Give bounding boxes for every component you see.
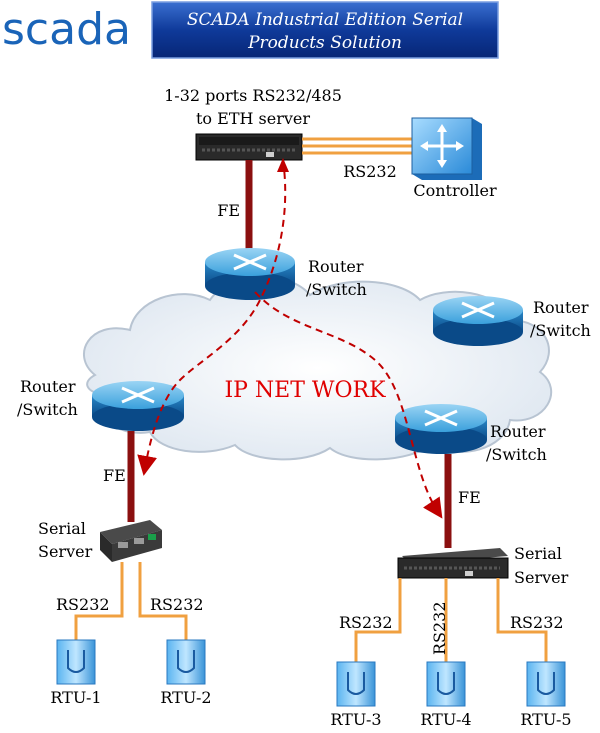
rtu-1-icon (56, 639, 96, 685)
ip-network-label: IP NET WORK (224, 378, 386, 403)
rtu-2-label: RTU-2 (160, 688, 211, 707)
rtu-1-label: RTU-1 (50, 688, 101, 707)
rtu-3-icon (336, 661, 376, 707)
router-icon-right (433, 296, 523, 346)
top-server-label-line1: 1-32 ports RS232/485 (164, 86, 342, 105)
router-top-label-line1: Router (308, 257, 364, 276)
banner-title-line1: SCADA Industrial Edition Serial (187, 10, 463, 30)
router-right-label-line2: /Switch (530, 321, 591, 340)
rs232-links-to-controller (302, 137, 412, 155)
scada-logo: scada (2, 4, 131, 55)
rs232-label-rtu1: RS232 (56, 595, 110, 614)
serial-server-right-label-line1: Serial (514, 544, 562, 563)
top-serial-server-device (195, 133, 303, 161)
serial-server-left-label-line2: Server (38, 542, 93, 561)
serial-server-left-device (100, 520, 162, 562)
banner-title-line2: Products Solution (247, 33, 402, 53)
router-left-label-line1: Router (20, 377, 76, 396)
serial-server-left-label-line1: Serial (38, 519, 86, 538)
router-bottom-right-label-line2: /Switch (486, 445, 547, 464)
router-top-label-line2: /Switch (306, 280, 367, 299)
rtu-3-label: RTU-3 (330, 710, 381, 729)
rs232-label-rtu3: RS232 (339, 613, 393, 632)
rs232-label-rtu2: RS232 (150, 595, 204, 614)
fe-label-left: FE (103, 466, 126, 485)
serial-server-right-label-line2: Server (514, 568, 569, 587)
router-right-label-line1: Router (533, 298, 589, 317)
rs232-links-left (74, 562, 188, 640)
rtu-5-label: RTU-5 (520, 710, 571, 729)
rs232-links-right (354, 578, 548, 662)
fe-label-top: FE (217, 201, 240, 220)
fe-label-right: FE (458, 488, 481, 507)
rs232-label-rtu4: RS232 (430, 601, 449, 655)
rtu-4-icon (426, 661, 466, 707)
serial-server-right-device (397, 548, 509, 579)
router-icon-bottom-right (395, 404, 487, 454)
controller-link-label: RS232 (343, 162, 397, 181)
router-icon-left (92, 381, 184, 431)
controller-icon (411, 117, 482, 180)
top-server-label-line2: to ETH server (196, 109, 310, 128)
traffic-path-right (254, 291, 443, 519)
router-bottom-right-label-line1: Router (490, 422, 546, 441)
rtu-5-icon (526, 661, 566, 707)
router-icon-top (205, 248, 295, 300)
traffic-arrow-up (277, 158, 289, 172)
title-banner: SCADA Industrial Edition Serial Products… (151, 1, 499, 59)
controller-label: Controller (413, 181, 497, 200)
rs232-label-rtu5: RS232 (510, 613, 564, 632)
rtu-2-icon (166, 639, 206, 685)
rtu-4-label: RTU-4 (420, 710, 471, 729)
traffic-path-left (137, 159, 287, 476)
router-left-label-line2: /Switch (17, 400, 78, 419)
